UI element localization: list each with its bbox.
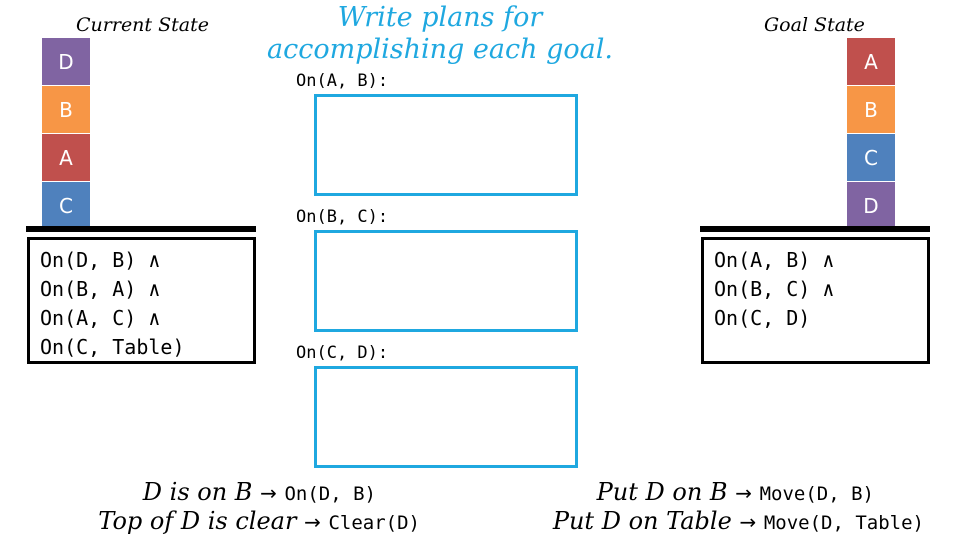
example-phrase: Put D on B bbox=[596, 478, 728, 506]
goal-label-3: On(C, D): bbox=[296, 343, 389, 363]
current-block-2: B bbox=[42, 86, 90, 133]
current-predicate: On(D, B) ∧ bbox=[40, 248, 161, 272]
example-left-1: D is on B → On(D, B) bbox=[143, 478, 376, 508]
example-right-1: Put D on B → Move(D, B) bbox=[597, 478, 874, 508]
arrow-icon: → bbox=[735, 481, 752, 505]
example-left-2: Top of D is clear → Clear(D) bbox=[98, 507, 420, 537]
plan-box-3[interactable] bbox=[314, 366, 578, 468]
example-code: On(D, B) bbox=[284, 483, 376, 505]
goal-predicate: On(C, D) bbox=[714, 306, 811, 330]
goal-block-2: B bbox=[847, 86, 895, 133]
current-block-1: D bbox=[42, 38, 90, 85]
example-right-2: Put D on Table → Move(D, Table) bbox=[553, 507, 924, 537]
goal-state-title: Goal State bbox=[764, 14, 865, 36]
arrow-icon: → bbox=[304, 510, 321, 534]
instructions-line-2: accomplishing each goal. bbox=[267, 34, 613, 65]
current-block-3: A bbox=[42, 134, 90, 181]
example-phrase: D is on B bbox=[142, 478, 253, 506]
example-phrase: Put D on Table bbox=[552, 507, 732, 535]
goal-state-predicates: On(A, B) ∧ On(B, C) ∧ On(C, D) bbox=[701, 237, 930, 364]
arrow-icon: → bbox=[739, 510, 757, 534]
current-table-line bbox=[26, 226, 256, 232]
plan-box-2[interactable] bbox=[314, 230, 578, 332]
example-phrase: Top of D is clear bbox=[98, 507, 297, 535]
current-block-4: C bbox=[42, 182, 90, 229]
goal-block-3: C bbox=[847, 134, 895, 181]
current-predicate: On(B, A) ∧ bbox=[40, 277, 161, 301]
goal-table-line bbox=[700, 226, 930, 232]
current-predicate: On(A, C) ∧ bbox=[40, 306, 161, 330]
goal-label-2: On(B, C): bbox=[296, 207, 389, 227]
instructions-line-1: Write plans for bbox=[337, 2, 543, 33]
plan-box-1[interactable] bbox=[314, 94, 578, 196]
example-code: Move(D, Table) bbox=[763, 512, 924, 534]
goal-block-4: D bbox=[847, 182, 895, 229]
goal-block-1: A bbox=[847, 38, 895, 85]
current-predicate: On(C, Table) bbox=[40, 335, 185, 359]
current-state-title: Current State bbox=[76, 14, 209, 36]
arrow-icon: → bbox=[260, 481, 277, 505]
current-state-predicates: On(D, B) ∧ On(B, A) ∧ On(A, C) ∧ On(C, T… bbox=[27, 237, 256, 364]
example-code: Clear(D) bbox=[328, 512, 420, 534]
goal-predicate: On(A, B) ∧ bbox=[714, 248, 835, 272]
goal-predicate: On(B, C) ∧ bbox=[714, 277, 835, 301]
example-code: Move(D, B) bbox=[759, 483, 874, 505]
instructions-title: Write plans for accomplishing each goal. bbox=[240, 2, 640, 66]
goal-label-1: On(A, B): bbox=[296, 71, 389, 91]
